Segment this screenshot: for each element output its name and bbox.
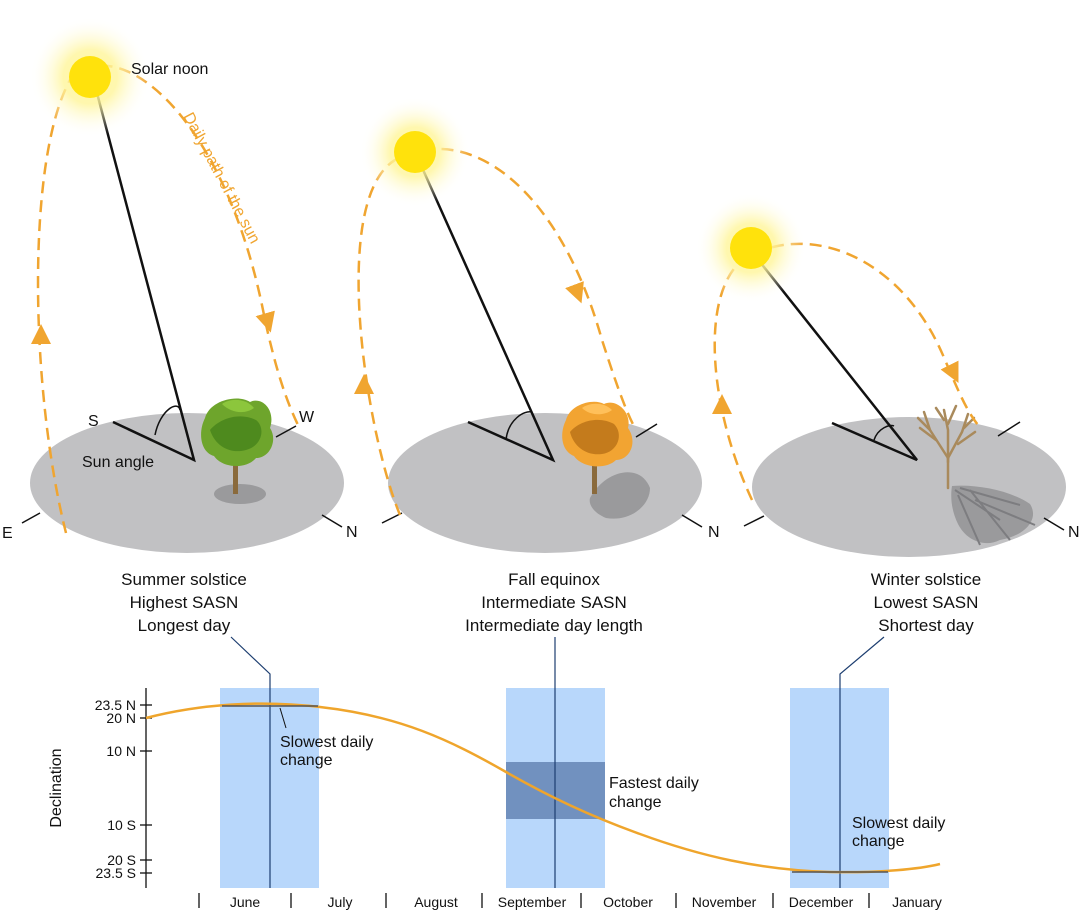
ground-disc (388, 413, 702, 553)
month-november: November (692, 894, 757, 910)
tick-n (321, 514, 343, 528)
caption-winter-3: Shortest day (878, 616, 974, 635)
tick-n (1043, 517, 1065, 531)
ytick-20n: 20 N (106, 710, 136, 726)
caption-summer-2: Highest SASN (130, 593, 239, 612)
sun-icon (394, 131, 436, 173)
caption-fall-2: Intermediate SASN (481, 593, 627, 612)
sun-angle-lines (91, 77, 196, 463)
panel-fall: N Fall equinox Intermediate SASN Interme… (354, 97, 720, 635)
label-s: S (88, 413, 99, 430)
note-dec-1: Slowest daily (852, 815, 945, 832)
month-september: September (498, 894, 567, 910)
path-arrow-down (940, 360, 959, 383)
tick-w (275, 425, 297, 438)
y-axis-label: Declination (48, 748, 65, 827)
tree-shadow (214, 484, 266, 504)
sun-angle-lines (755, 256, 918, 462)
caption-winter-1: Winter solstice (871, 570, 982, 589)
tick-n (681, 514, 703, 528)
angle-arc (505, 411, 533, 441)
caption-fall-1: Fall equinox (508, 570, 600, 589)
connector-june (230, 636, 271, 888)
note-june-2: change (280, 752, 333, 769)
green-tree-icon (201, 398, 274, 494)
sun-angle-lines (418, 162, 556, 463)
note-dec-2: change (852, 833, 905, 850)
caption-fall-3: Intermediate day length (465, 616, 643, 635)
label-n: N (346, 524, 358, 541)
tick-w (635, 423, 658, 438)
label-n: N (708, 524, 720, 541)
angle-arc (154, 405, 181, 436)
month-separators (198, 893, 870, 908)
month-december: December (789, 894, 854, 910)
label-w: W (299, 409, 315, 426)
label-e: E (2, 525, 13, 542)
note-sept-2: change (609, 794, 662, 811)
label-n: N (1068, 524, 1080, 541)
ground-disc (752, 417, 1066, 557)
tree-shadow (589, 472, 650, 519)
shadow-branches (954, 487, 1036, 546)
ytick-10s: 10 S (107, 817, 136, 833)
month-january: January (892, 894, 942, 910)
note-june-1: Slowest daily (280, 734, 373, 751)
tick-e (743, 515, 765, 527)
label-daily-path: Daily path of the sun (179, 110, 262, 247)
caption-winter-2: Lowest SASN (874, 593, 979, 612)
ytick-23n: 23.5 N (95, 697, 136, 713)
orange-tree-icon (562, 401, 633, 494)
ytick-20s: 20 S (107, 852, 136, 868)
connector-dec (839, 636, 885, 888)
note-sept-1: Fastest daily (609, 775, 699, 792)
label-sun-angle: Sun angle (82, 454, 154, 471)
declination-chart: 23.5 N 20 N 10 N 10 S 20 S 23.5 S Declin… (48, 636, 945, 910)
angle-arc (873, 424, 895, 441)
tick-w (997, 421, 1021, 437)
month-july: July (328, 894, 353, 910)
ytick-10n: 10 N (106, 743, 136, 759)
sun-icon (730, 227, 772, 269)
path-arrow-down (255, 310, 275, 333)
path-arrow-down (565, 281, 584, 304)
month-june: June (230, 894, 261, 910)
panel-winter: N Winter solstice Lowest SASN Shortest d… (696, 193, 1080, 635)
caption-summer-3: Longest day (138, 616, 231, 635)
sun-icon (69, 56, 111, 98)
note-pointer-june (279, 707, 287, 729)
label-solar-noon: Solar noon (131, 61, 208, 78)
panel-summer: W E N S Sun angle Solar noon Daily path … (2, 17, 358, 635)
bare-tree-icon (916, 404, 977, 490)
month-october: October (603, 894, 653, 910)
ytick-23s: 23.5 S (96, 865, 136, 881)
month-august: August (414, 894, 458, 910)
caption-summer-1: Summer solstice (121, 570, 247, 589)
tick-e (21, 512, 41, 524)
